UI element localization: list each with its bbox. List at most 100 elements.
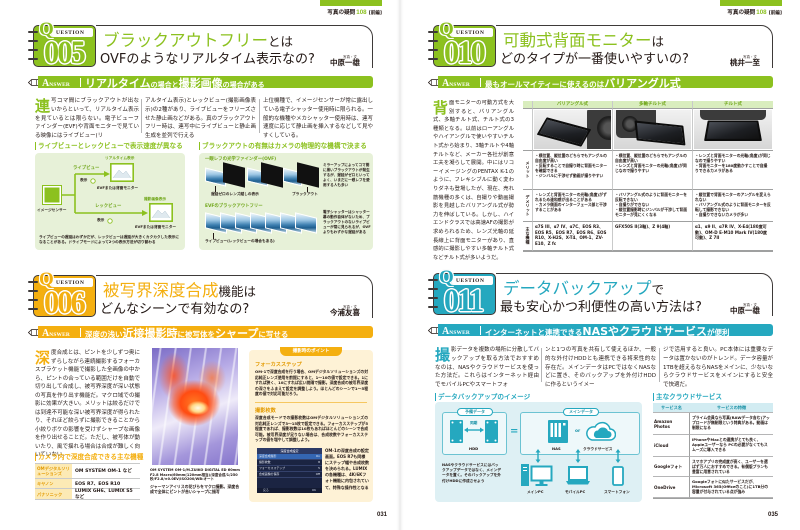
liveview-label: ライブビュー xyxy=(73,166,100,171)
table-corner-cell xyxy=(523,101,533,109)
author-name: 今浦友喜 xyxy=(330,308,360,317)
leader-line xyxy=(213,233,214,239)
badge-label-strip xyxy=(452,276,493,285)
answer-emphasis: リアルタイム xyxy=(85,77,151,90)
body-column-2: ンと1つの写真を共有して使えるほか、一般的な外付けHDDとも連携できる将来性的な… xyxy=(545,347,656,389)
demerit-item: ・縦位置撮影時にジンバルが干渉して背面モニターが見にくくなる xyxy=(615,207,688,218)
question-011: Q UESTION 011 データバックアップで 最も安心かつ利便性の高い方法は… xyxy=(400,248,800,508)
models-cell: α1、α9 II、α7R IV、X-E4(180度可動)、OM-D E-M10 … xyxy=(693,222,773,251)
tilt-screen xyxy=(704,120,762,141)
notebook-ring-icon xyxy=(28,299,38,301)
menu-row-label: 撮影枚数 xyxy=(259,460,271,464)
running-head-number: 108 xyxy=(356,9,367,16)
title-highlight: 被写界深度合成 xyxy=(103,281,219,300)
body-text: 影データを複数の場所に分散してバックアップを取る方法でおすすめなのは、NASやク… xyxy=(435,347,539,389)
tips-section-heading: フォーカスステップ xyxy=(255,362,302,368)
notebook-ring-icon xyxy=(28,290,38,292)
merits-cell: ・レンズと背面モニターの光軸(角度)が同じなので撮りやすい ・背面モニターを18… xyxy=(693,151,773,190)
answer-plain: の場合がある xyxy=(222,81,265,89)
models-cell: LUMIX GH6、LUMIX S5 など xyxy=(75,489,133,500)
notebook-ring-icon xyxy=(28,40,38,42)
body-column-2: アルタイム表示)とレックビュー(撮影画像表示)の2種があり、ライブビューをフリー… xyxy=(145,98,256,140)
body-text: 度合成とは、ピントを少しずつ奥にずらしながら連続撮影するフォーカスブラケット機能… xyxy=(35,350,140,458)
sensor-label: イメージセンサー xyxy=(37,208,67,212)
display-label: 表示 xyxy=(80,178,88,182)
menu-title: 深度合成設定 xyxy=(257,448,322,454)
merit-item: ・反転することで自撮り時に背面モニターを確認できる xyxy=(535,163,608,174)
maker-cell: OMデジタルソリューションズ xyxy=(35,464,72,478)
question-title-line2: 最も安心かつ利便性の高い方法は? xyxy=(500,300,702,315)
tips-divider xyxy=(255,402,367,403)
running-head: 写真の疑問108[前編] xyxy=(727,9,782,17)
figure-heading: データバックアップのイメージ xyxy=(435,393,530,401)
running-head-series: 写真の疑問 xyxy=(727,10,756,16)
monitor-picture-icon xyxy=(149,203,173,222)
flip-screen xyxy=(536,117,592,147)
multi-tilt-camera-photo xyxy=(613,109,693,151)
answer-bar: ANSWER インターネットと連携できるNASやクラウドサービスが便利 xyxy=(428,324,773,338)
answer-emphasis: シャープ xyxy=(215,327,259,340)
badge-q-letter: Q xyxy=(39,269,54,290)
question-title-line2: OVFのようなリアルタイム表示なの? xyxy=(100,52,315,67)
connector-arrows xyxy=(62,171,148,216)
demerit-item: ・カメラ側面のインターフェース部と干渉することがある xyxy=(535,202,607,213)
merits-cell: ・横位置、縦位置のどちらでもアングルの自由度が高い ・反転することで自撮り時に背… xyxy=(533,151,613,190)
body-text-block: 深度合成とは、ピントを少しずつ奥にずらしながら連続撮影するフォーカスブラケット機… xyxy=(35,349,140,460)
display-circle-icon xyxy=(107,217,113,224)
captured-label: 撮影画像表示 xyxy=(144,197,167,201)
column-header: チルト式 xyxy=(693,101,773,109)
body-column-3: ジで活用すると良い。PC本体には重要なデータは置かないのがトレンド。データ容量が… xyxy=(663,347,773,389)
author-role: 写真・文 xyxy=(343,55,357,59)
column-header: サービスの特徴 xyxy=(690,403,773,413)
running-head-part: [前編] xyxy=(368,11,382,16)
question-006: Q UESTION 006 被写界深度合成機能は どんなシーンで有効なの? 写真… xyxy=(0,250,400,510)
photo-description: ジャーマンアイリスの花びらをマクロ撮影。深度合成で全体にピントが合いシャープに描… xyxy=(150,483,240,494)
title-frame xyxy=(496,273,773,316)
hdd-label: HDD xyxy=(469,447,479,451)
body-text: 面モニターの可動方式を大別すると、バリアングル式、多軸チルト式、チルト式の3種類… xyxy=(433,100,514,261)
demerit-item: ・自撮りができない xyxy=(615,202,650,208)
badge-label-strip xyxy=(452,28,493,37)
menu-row-value: 5 xyxy=(318,466,320,470)
demerits-cell: ・レンズと背面モニターの光軸(角度)がずれるため違和感が出ることがある ・カメラ… xyxy=(533,190,613,222)
merit-item: ・レンズと背面モニターの光軸(角度)が同じなので撮りやすい xyxy=(615,163,687,174)
tilt-screen xyxy=(634,120,686,146)
merit-item: ・背面モニターを180度動かすことで自撮りできるカメラがある xyxy=(695,163,768,174)
service-name-cell: Googleフォト xyxy=(653,457,690,477)
answer-plain: の場合と xyxy=(150,81,179,89)
row-label: メリット xyxy=(523,151,533,190)
title-frame xyxy=(96,25,373,68)
body-column-3: 上位機種で、イメージセンサーが常に露出している電子シャッター使用時に限られる。一… xyxy=(263,98,374,140)
answer-bar-background xyxy=(38,326,373,338)
menu-row-label: 合成画像の保存 xyxy=(259,472,280,476)
menu-row-label: フォーカスステップ xyxy=(259,466,286,470)
badge-label-strip xyxy=(52,28,93,37)
desktop-pc-icon xyxy=(521,464,553,486)
author-name: 桃井一至 xyxy=(730,58,760,67)
realtime-label: リアルタイム表示 xyxy=(105,156,135,160)
smartphone-icon xyxy=(612,466,624,486)
page-number: 031 xyxy=(377,512,388,518)
tips-section-heading: 撮影枚数 xyxy=(255,408,276,414)
body-text: 写コマ間にブラックアウトが出ないからといって、リアルタイム表示を見ているとは限ら… xyxy=(35,98,139,140)
drop-cap: 背 xyxy=(433,99,449,117)
menu-row-value: On xyxy=(315,454,320,458)
running-head: 写真の疑問108[前編] xyxy=(327,9,382,17)
title-suffix: で xyxy=(651,282,665,297)
author-credit: 写真・文今浦友喜 xyxy=(330,305,360,318)
section-tab xyxy=(320,0,382,6)
title-suffix: とは xyxy=(268,34,294,49)
models-cell: OM SYSTEM OM-1 など xyxy=(75,469,132,474)
question-number: 010 xyxy=(444,35,486,71)
question-badge: Q UESTION 006 xyxy=(28,270,96,320)
maker-cell: パナソニック xyxy=(35,489,72,499)
recview-label: レックビュー xyxy=(95,204,122,209)
answer-plain: 最もオールマイティーに使えるのは xyxy=(485,80,605,89)
cloud-services-table: サービス名 サービスの特徴 Amazon Photos プライム会員なら写真(R… xyxy=(653,403,773,499)
vari-angle-camera-photo xyxy=(533,109,613,151)
tips-title: 撮影時のポイント xyxy=(280,347,342,356)
